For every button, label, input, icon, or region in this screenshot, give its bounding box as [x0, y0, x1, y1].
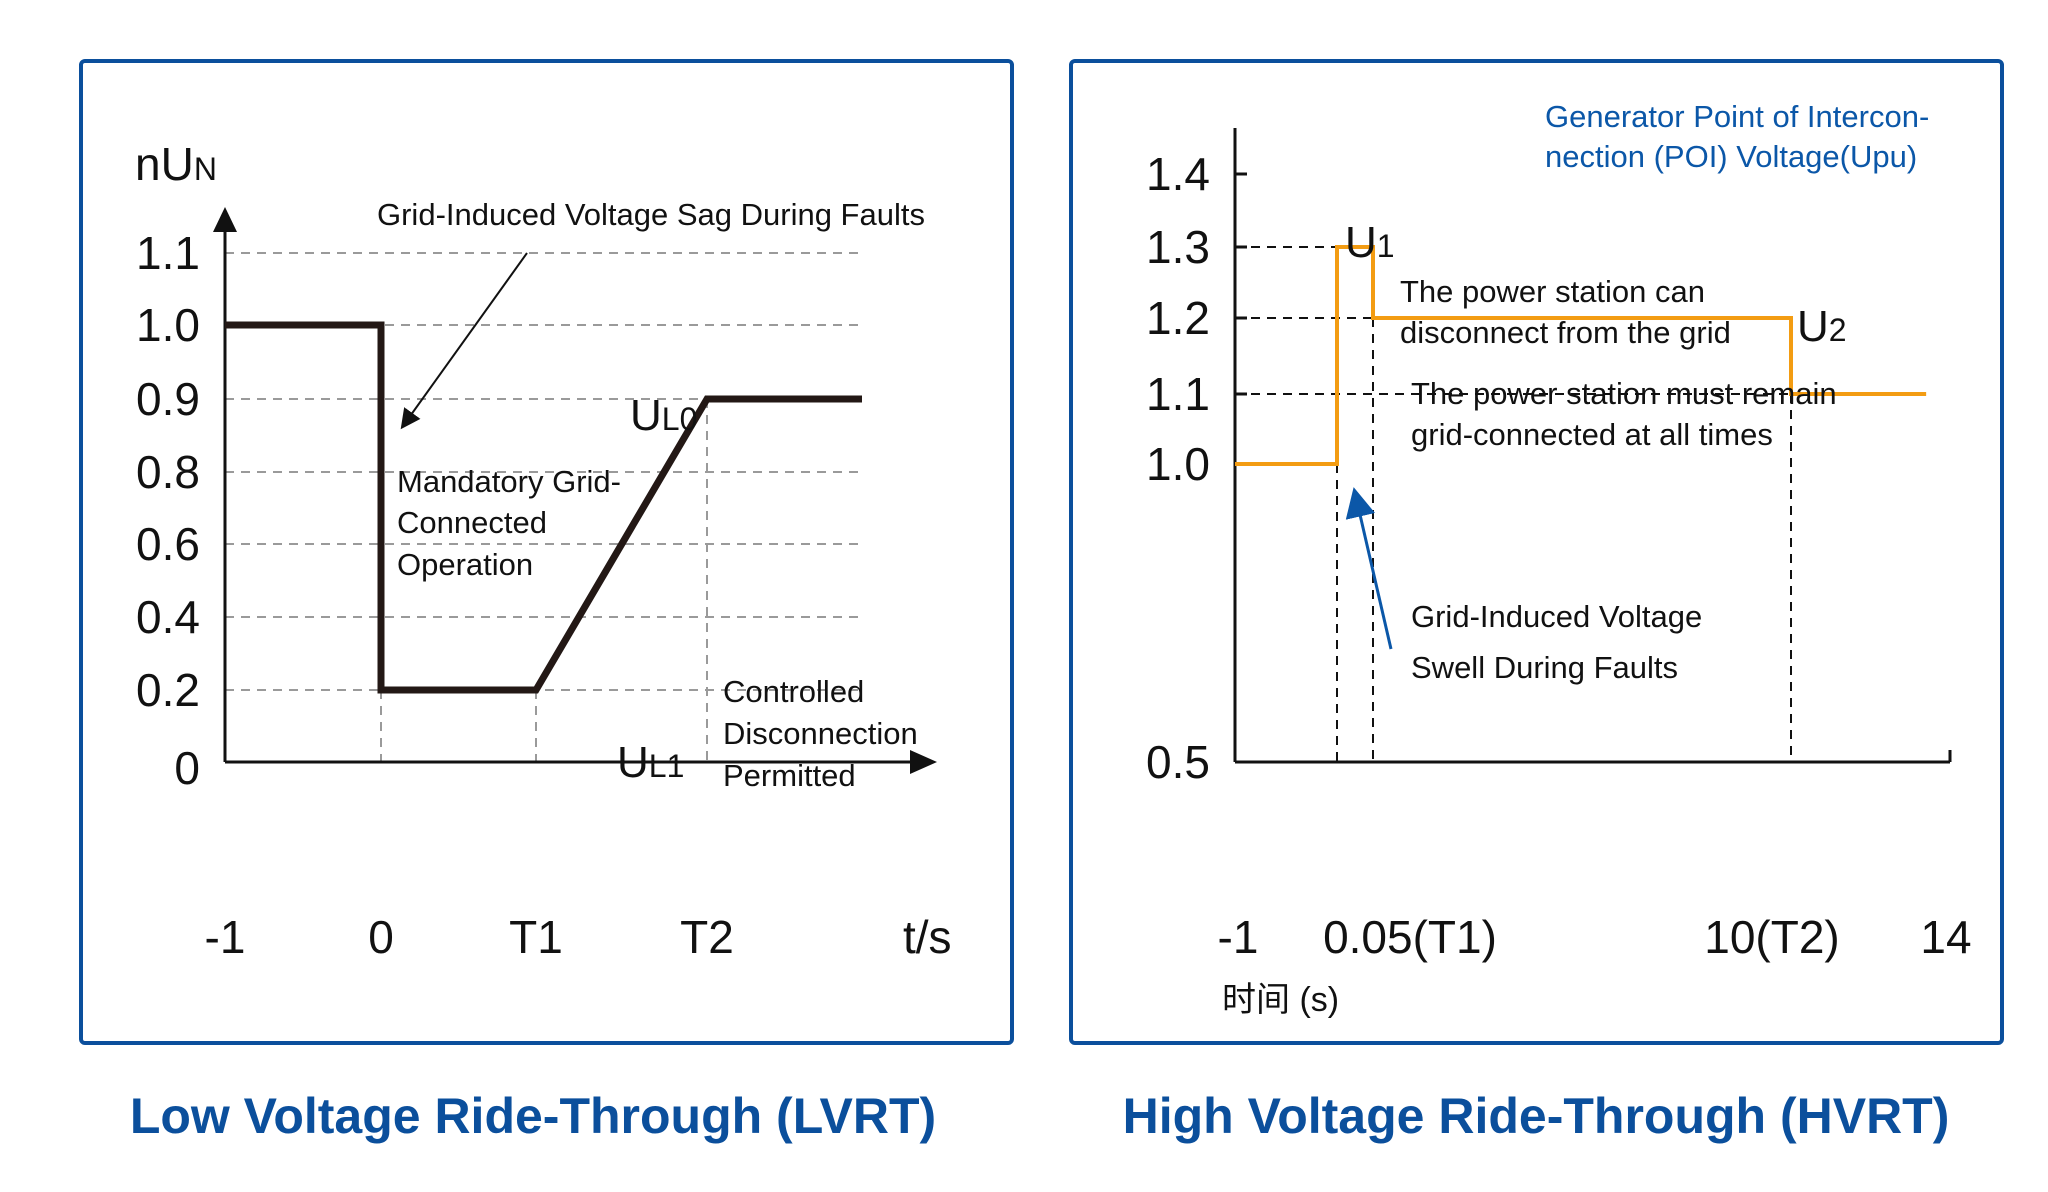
- swell-annotation-line-1: Grid-Induced Voltage: [1411, 599, 1702, 634]
- lvrt-series-line: [225, 321, 862, 694]
- u2-label: U2: [1797, 302, 1847, 351]
- hvrt-x-axis-label: 时间 (s): [1222, 981, 1339, 1019]
- hvrt-frame: [1069, 59, 2004, 1045]
- controlled-annotation-line-3: Permitted: [723, 758, 856, 793]
- lvrt-y-tick-label: 1.0: [136, 299, 200, 351]
- controlled-annotation-line-1: Controlled: [723, 674, 864, 709]
- lvrt-y-tick-label: 0: [174, 742, 200, 794]
- lvrt-x-tick-label: T2: [680, 911, 734, 963]
- lvrt-y-tick-label: 1.1: [136, 227, 200, 279]
- hvrt-title: High Voltage Ride-Through (HVRT): [1123, 1088, 1950, 1144]
- hvrt-x-tick-label: 0.05(T1): [1323, 911, 1497, 963]
- lvrt-vertical-guides: [380, 399, 708, 762]
- lvrt-y-tick-labels: 0 0.2 0.4 0.6 0.8 0.9 1.0 1.1: [136, 227, 200, 794]
- can-disconnect-line-2: disconnect from the grid: [1400, 315, 1731, 350]
- mandatory-annotation-line-3: Operation: [397, 547, 533, 582]
- can-disconnect-line-1: The power station can: [1400, 274, 1705, 309]
- hvrt-y-tick-label: 0.5: [1146, 736, 1210, 788]
- swell-annotation-line-2: Swell During Faults: [1411, 650, 1678, 685]
- sag-annotation: Grid-Induced Voltage Sag During Faults: [377, 197, 925, 232]
- lvrt-y-axis-label: nUN: [135, 138, 217, 190]
- lvrt-y-axis-arrow-icon: [213, 207, 237, 232]
- must-remain-line-2: grid-connected at all times: [1411, 417, 1773, 452]
- lvrt-x-tick-label: -1: [205, 911, 246, 963]
- hvrt-series-line: [1235, 245, 1927, 466]
- hvrt-y-tick-label: 1.3: [1146, 221, 1210, 273]
- hvrt-y-tick-label: 1.1: [1146, 368, 1210, 420]
- sag-arrow: [400, 252, 528, 430]
- u1-label: U1: [1345, 218, 1395, 267]
- hvrt-x-tick-labels: -1 0.05(T1) 10(T2) 14: [1218, 911, 1972, 963]
- lvrt-y-tick-label: 0.4: [136, 591, 200, 643]
- lvrt-frame: [79, 59, 1014, 1045]
- lvrt-x-axis-label: t/s: [903, 911, 952, 963]
- lvrt-y-tick-label: 0.2: [136, 664, 200, 716]
- hvrt-x-tick-label: 14: [1920, 911, 1971, 963]
- hvrt-y-tick-label: 1.0: [1146, 438, 1210, 490]
- hvrt-y-tick-label: 1.2: [1146, 292, 1210, 344]
- lvrt-x-tick-label: 0: [368, 911, 394, 963]
- lvrt-y-tick-label: 0.9: [136, 373, 200, 425]
- lvrt-x-axis-arrow-icon: [910, 750, 937, 774]
- hvrt-y-tick-label: 1.4: [1146, 148, 1210, 200]
- swell-arrow: [1345, 487, 1393, 650]
- lvrt-y-tick-label: 0.8: [136, 446, 200, 498]
- lvrt-y-tick-label: 0.6: [136, 518, 200, 570]
- hvrt-dashed-guides: [1235, 246, 1792, 762]
- lvrt-x-tick-labels: -1 0 T1 T2: [205, 911, 734, 963]
- hvrt-y-axis-label-line-1: Generator Point of Intercon-: [1545, 99, 1929, 134]
- hvrt-y-axis-label-line-2: nection (POI) Voltage(Upu): [1545, 139, 1917, 174]
- must-remain-line-1: The power station must remain: [1411, 376, 1837, 411]
- ul0-label: UL0: [630, 391, 697, 440]
- ul1-label: UL1: [617, 738, 684, 787]
- hvrt-x-tick-label: -1: [1218, 911, 1259, 963]
- controlled-annotation-line-2: Disconnection: [723, 716, 918, 751]
- hvrt-x-tick-label: 10(T2): [1704, 911, 1839, 963]
- hvrt-panel: 0.5 1.0 1.1 1.2 1.3 1.4 -1 0.05(T1) 10(T2) 14 Ge…: [1069, 59, 2004, 1144]
- lvrt-x-tick-label: T1: [509, 911, 563, 963]
- mandatory-annotation-line-1: Mandatory Grid-: [397, 464, 621, 499]
- lvrt-title: Low Voltage Ride-Through (LVRT): [130, 1088, 936, 1144]
- hvrt-y-tick-labels: 0.5 1.0 1.1 1.2 1.3 1.4: [1146, 148, 1247, 788]
- mandatory-annotation-line-2: Connected: [397, 505, 547, 540]
